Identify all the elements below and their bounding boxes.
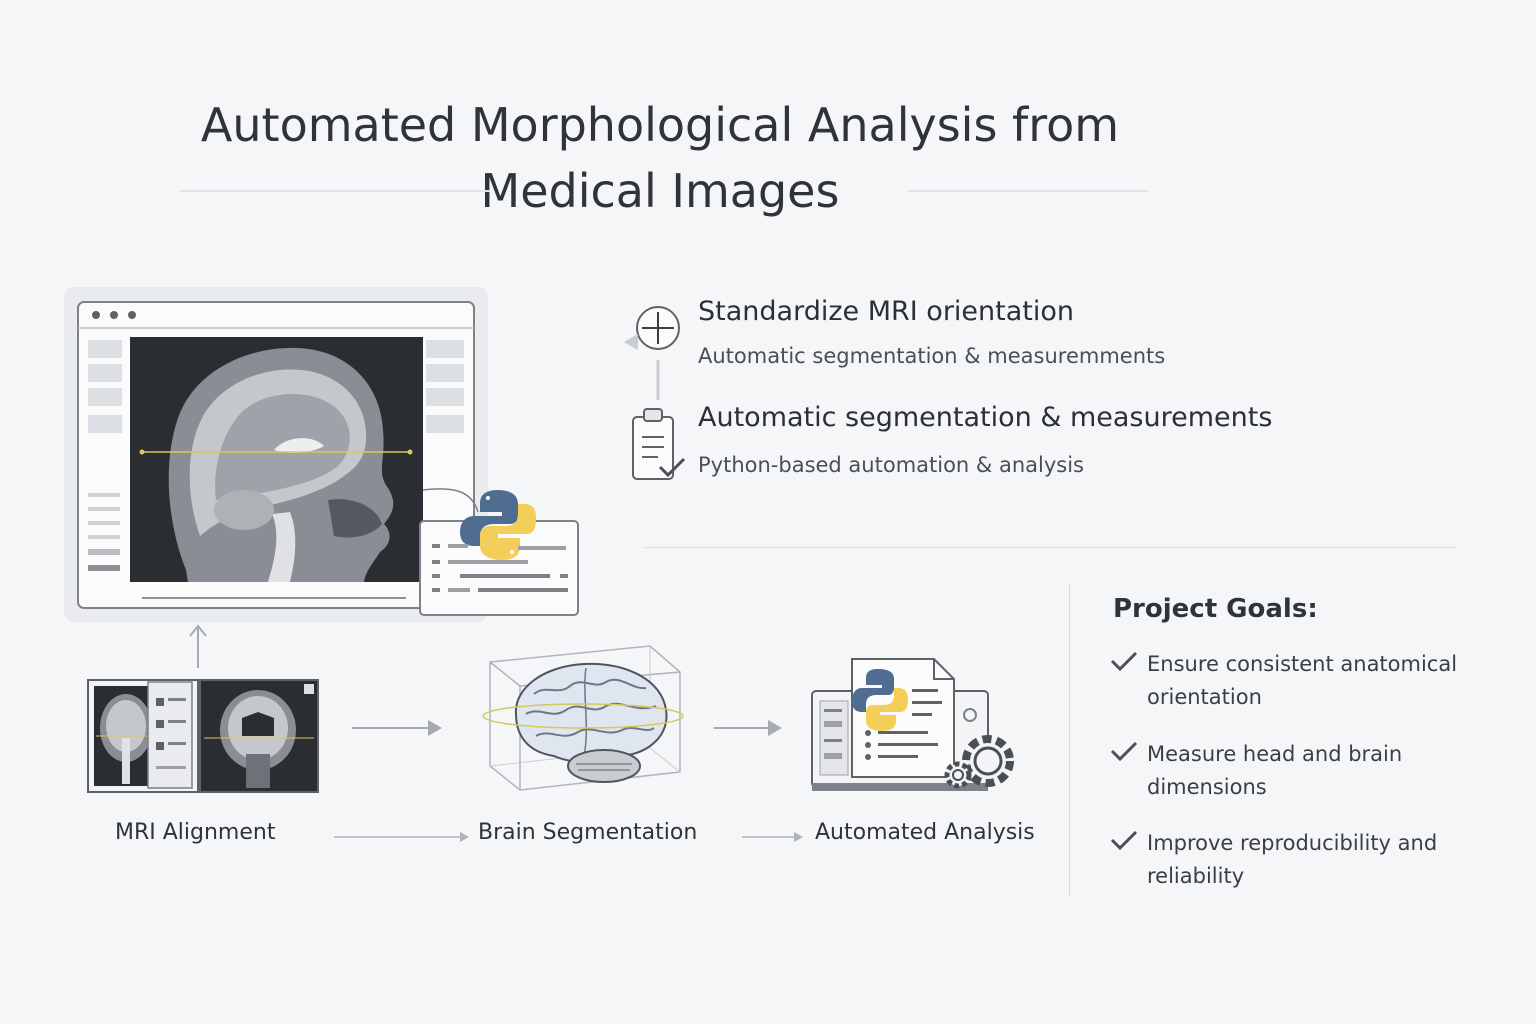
title-rule-right <box>908 190 1148 192</box>
up-arrow-icon <box>189 624 207 668</box>
arrow-right-icon <box>352 720 442 736</box>
feature-sub-orientation: Automatic segmentation & measuremments <box>698 344 1166 368</box>
check-icon <box>1110 830 1138 851</box>
step-label-automated-analysis: Automated Analysis <box>815 820 1035 845</box>
step-label-brain-segmentation: Brain Segmentation <box>478 820 698 845</box>
goals-title: Project Goals: <box>1113 594 1318 624</box>
check-icon <box>1110 651 1138 672</box>
arrow-right-icon <box>714 720 782 736</box>
python-code-card <box>419 490 579 616</box>
page-title-line2: Medical Images <box>480 164 840 218</box>
feature-heading-orientation: Standardize MRI orientation <box>698 296 1074 327</box>
goal-item: Measure head and brain dimensions <box>1110 738 1470 804</box>
gear-icon <box>962 735 1014 787</box>
goal-text: Measure head and brain dimensions <box>1147 742 1403 799</box>
clipboard-checklist-icon <box>632 408 686 480</box>
section-divider <box>645 547 1455 548</box>
page-title: Automated Morphological Analysis from Me… <box>0 92 1320 224</box>
arrow-right-icon <box>334 832 469 842</box>
python-report-gears-icon <box>811 658 1014 791</box>
arrow-right-icon <box>742 832 803 842</box>
goal-text: Improve reproducibility and reliability <box>1147 831 1438 888</box>
feature-heading-segmentation: Automatic segmentation & measurements <box>698 402 1273 433</box>
python-logo-icon <box>460 490 536 560</box>
goal-item: Ensure consistent anatomical orientation <box>1110 648 1470 714</box>
gear-small-icon <box>944 761 972 789</box>
mri-slices-icon <box>87 679 319 793</box>
goal-item: Improve reproducibility and reliability <box>1110 827 1470 893</box>
goal-text: Ensure consistent anatomical orientation <box>1147 652 1458 709</box>
check-icon <box>1110 741 1138 762</box>
page-title-line1: Automated Morphological Analysis from <box>200 98 1120 152</box>
goals-divider <box>1069 585 1070 895</box>
title-rule-left <box>180 190 490 192</box>
crosshair-orientation-icon <box>624 306 680 400</box>
step-label-mri-alignment: MRI Alignment <box>115 820 276 845</box>
feature-sub-segmentation: Python-based automation & analysis <box>698 453 1084 477</box>
brain-3d-icon <box>482 645 684 791</box>
mri-viewer-window <box>77 301 479 609</box>
